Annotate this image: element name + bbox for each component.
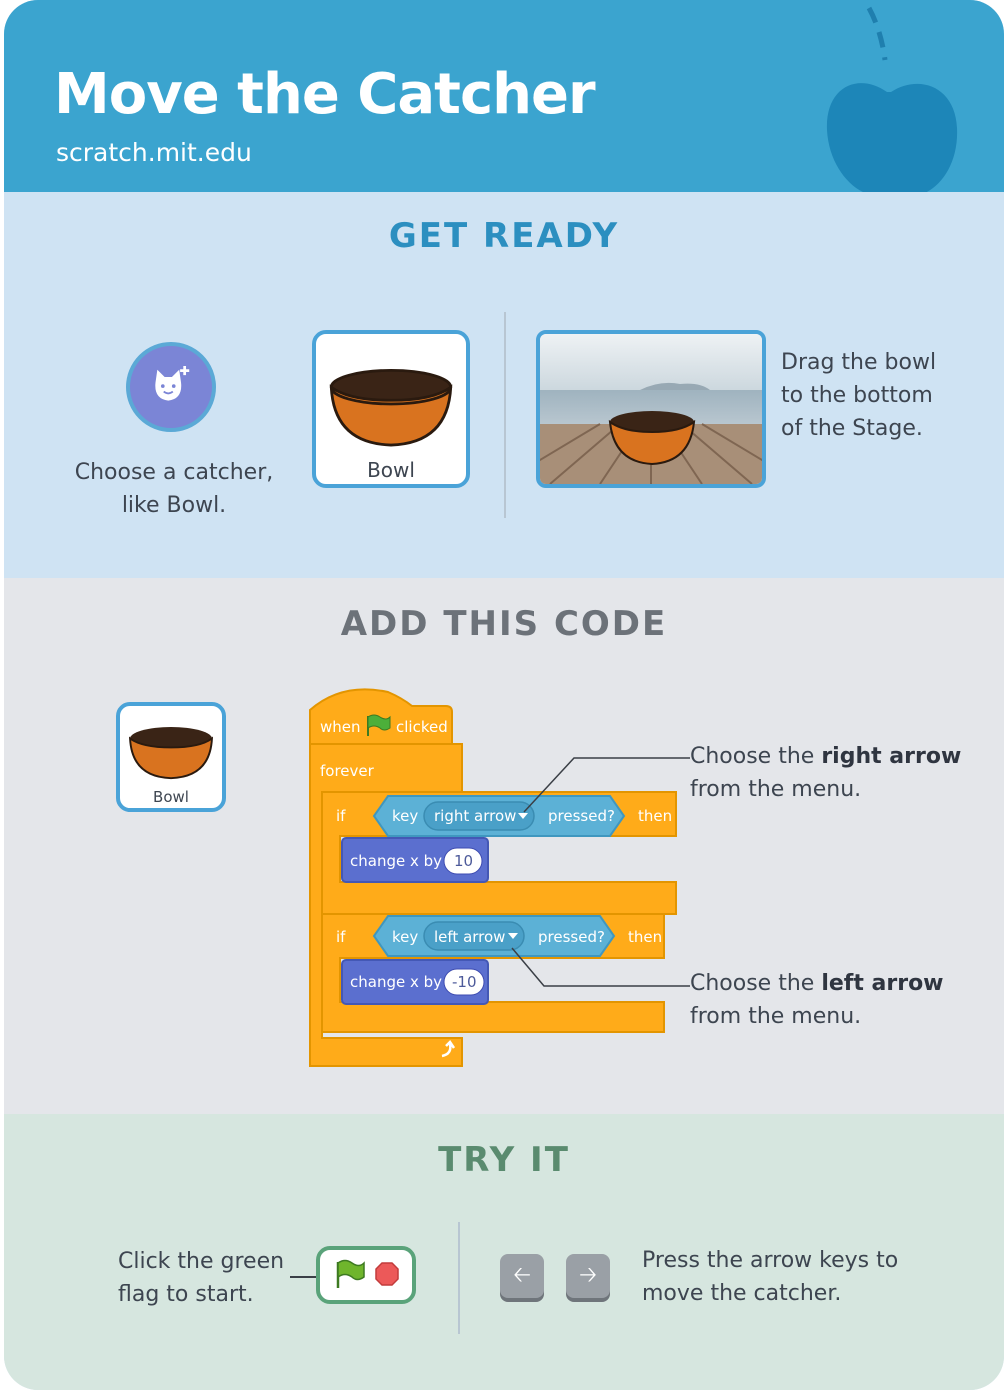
green-flag-icon — [367, 714, 391, 736]
forever-text: forever — [320, 762, 375, 780]
then2-text: then — [628, 928, 662, 946]
callout-right-bold: right arrow — [821, 744, 962, 769]
try-step1-line1: Click the green — [118, 1249, 285, 1274]
if1-text: if — [336, 807, 346, 825]
callout-left-prefix: Choose the — [690, 971, 822, 996]
change1-value: 10 — [454, 852, 473, 870]
try-it-section: TRY IT — [4, 1114, 1004, 1390]
bowl-icon — [128, 726, 214, 780]
flag-pointer-line — [290, 1276, 316, 1278]
hat-clicked-text: clicked — [396, 718, 448, 736]
stop-icon — [375, 1262, 399, 1286]
bowl-sprite-tile: Bowl — [312, 330, 470, 488]
choose-sprite-icon — [126, 342, 216, 432]
get-ready-step2-text: Drag the bowl to the bottom of the Stage… — [781, 346, 991, 445]
change2-text: change x by — [350, 973, 442, 991]
step1-line1: Choose a catcher, — [74, 460, 274, 485]
add-code-heading: ADD THIS CODE — [340, 604, 668, 644]
right-arrow-key-icon: 🡢 — [566, 1254, 610, 1298]
try-divider — [458, 1222, 460, 1334]
callout-right-prefix: Choose the — [690, 744, 822, 769]
if2-text: if — [336, 928, 346, 946]
step1-line2: like Bowl. — [121, 493, 227, 518]
callout-lines — [511, 757, 690, 987]
left-arrow-key-icon: 🡠 — [500, 1254, 544, 1298]
step2-line1: Drag the bowl — [781, 350, 937, 375]
pressed1-text: pressed? — [548, 807, 615, 825]
change1-text: change x by — [350, 852, 442, 870]
pressed2-text: pressed? — [538, 928, 605, 946]
code-script: when clicked forever if key right arrow … — [309, 688, 677, 1067]
key1-text: key — [392, 807, 418, 825]
card-title: Move the Catcher — [54, 62, 596, 127]
step2-line3: of the Stage. — [781, 416, 923, 441]
try-step1-line2: flag to start. — [118, 1282, 254, 1307]
bowl-sprite-thumbnail: Bowl — [116, 702, 226, 812]
apple-icon — [826, 6, 958, 192]
try-step2-line2: move the catcher. — [642, 1281, 842, 1306]
bowl-icon — [329, 369, 453, 447]
try-it-step2-text: Press the arrow keys to move the catcher… — [642, 1244, 972, 1310]
divider — [504, 312, 506, 518]
try-it-step1-text: Click the green flag to start. — [118, 1245, 298, 1311]
callout-left-bold: left arrow — [821, 971, 944, 996]
get-ready-heading: GET READY — [388, 216, 620, 256]
card-header: Move the Catcher scratch.mit.edu — [4, 0, 1004, 192]
hat-when-text: when — [320, 718, 361, 736]
key2-text: key — [392, 928, 418, 946]
flag-stop-controls — [316, 1246, 416, 1304]
stage-preview — [536, 330, 766, 488]
bowl-tile-label: Bowl — [367, 458, 415, 482]
callout-right-line2: from the menu. — [690, 777, 862, 802]
try-it-heading: TRY IT — [438, 1140, 570, 1180]
get-ready-step1-text: Choose a catcher, like Bowl. — [74, 456, 274, 522]
try-step2-line1: Press the arrow keys to — [642, 1248, 899, 1273]
then1-text: then — [638, 807, 672, 825]
bowl-thumbnail-label: Bowl — [153, 788, 189, 806]
card-url: scratch.mit.edu — [56, 138, 252, 167]
callout-right-arrow: Choose the right arrow from the menu. — [690, 740, 990, 806]
key1-option-text: right arrow — [434, 807, 516, 825]
green-flag-icon — [336, 1259, 365, 1288]
step2-line2: to the bottom — [781, 383, 933, 408]
callout-left-line2: from the menu. — [690, 1004, 862, 1029]
change2-value: -10 — [452, 973, 477, 991]
activity-card: Move the Catcher scratch.mit.edu GET REA… — [4, 0, 1004, 1390]
callout-left-arrow: Choose the left arrow from the menu. — [690, 967, 990, 1033]
key2-option-text: left arrow — [434, 928, 505, 946]
